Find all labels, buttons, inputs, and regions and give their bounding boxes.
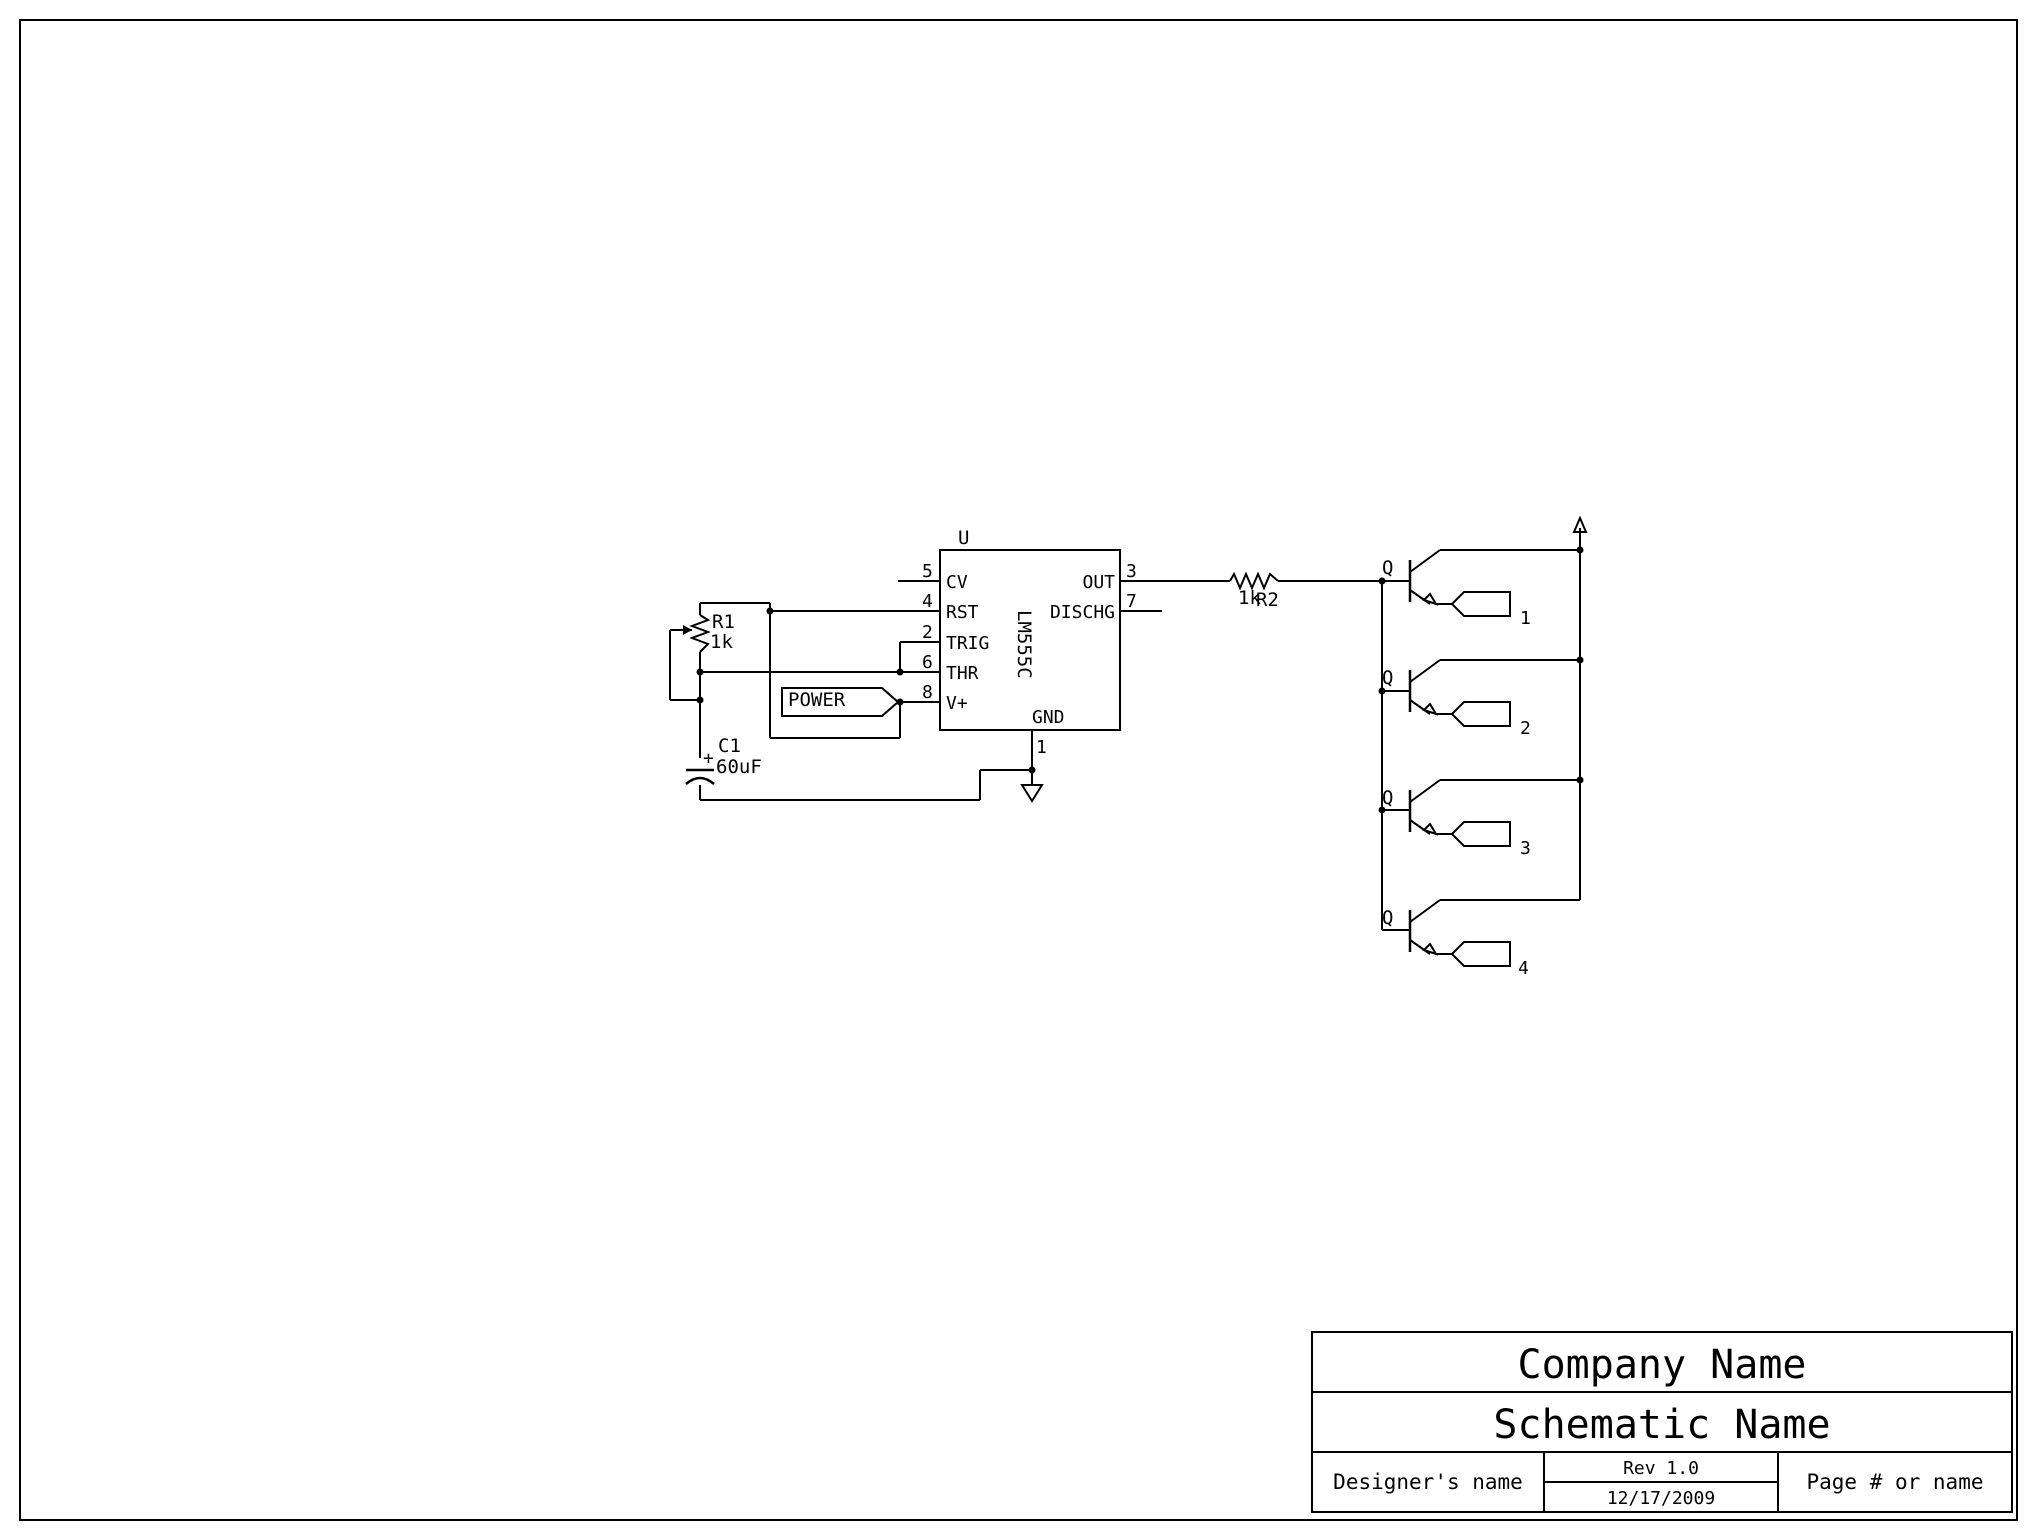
power-port-label: POWER (788, 689, 846, 711)
pin-dischg-num: 7 (1126, 591, 1137, 612)
ic-u1-body (939, 549, 1121, 731)
c1-polarity: + (703, 748, 714, 769)
pin-out-num: 3 (1126, 561, 1137, 582)
port-4-label: 4 (1518, 958, 1529, 979)
r1-value: 1k (710, 631, 733, 653)
output-net (1140, 577, 1386, 585)
q4-ref: Q (1382, 907, 1393, 929)
pin-rst-name: RST (946, 602, 979, 623)
pin-vplus-num: 8 (922, 682, 933, 703)
pin-rst-num: 4 (922, 591, 933, 612)
title-date: 12/17/2009 (1607, 1488, 1715, 1509)
resistor-r1[interactable]: R1 1k (683, 611, 735, 653)
pin-out-name: OUT (1082, 572, 1115, 593)
ic-u1-part: LM555C (1013, 610, 1035, 679)
sheet-border (19, 19, 2018, 1521)
pin-trig-name: TRIG (946, 633, 989, 654)
pin-dischg-name: DISCHG (1050, 602, 1115, 623)
title-schematic: Schematic Name (1493, 1402, 1830, 1448)
capacitor-c1[interactable]: + C1 60uF (685, 735, 762, 785)
r2-value: 1k (1238, 587, 1261, 609)
transistor-q4[interactable]: Q (1382, 899, 1452, 956)
port-3[interactable]: 3 (1450, 821, 1531, 859)
resistor-r2[interactable]: 1k R2 (1229, 571, 1279, 611)
r1-ref: R1 (712, 611, 735, 633)
pin-gnd-num: 1 (1036, 737, 1047, 758)
port-2[interactable]: 2 (1450, 701, 1531, 739)
transistor-q2[interactable]: Q (1382, 659, 1452, 716)
q3-ref: Q (1382, 787, 1393, 809)
r2-ref: R2 (1256, 589, 1279, 611)
q1-ref: Q (1382, 557, 1393, 579)
ic-u1-lm555c[interactable]: U LM555C 5 4 2 6 8 CV RST TRIG THR V+ 3 … (700, 527, 1162, 770)
title-company: Company Name (1518, 1342, 1807, 1388)
power-port[interactable]: POWER (781, 687, 900, 717)
ground-symbol (1020, 784, 1044, 803)
title-rev: Rev 1.0 (1623, 1458, 1699, 1479)
pin-thr-num: 6 (922, 652, 933, 673)
supply-arrow (1572, 515, 1588, 533)
transistor-q3[interactable]: Q (1382, 779, 1452, 836)
pin-gnd-name: GND (1032, 707, 1065, 728)
pin-cv-num: 5 (922, 561, 933, 582)
port-3-label: 3 (1520, 838, 1531, 859)
pin-trig-num: 2 (922, 622, 933, 643)
title-designer: Designer's name (1333, 1470, 1523, 1494)
c1-value: 60uF (716, 756, 762, 778)
r1-wiper-arrow (683, 625, 692, 635)
pin-cv-name: CV (946, 572, 968, 593)
transistor-q1[interactable]: Q (1382, 549, 1452, 606)
left-wiring (669, 602, 1036, 801)
title-page: Page # or name (1806, 1470, 1983, 1494)
pin-thr-name: THR (946, 663, 979, 684)
ic-u1-ref: U (958, 527, 969, 549)
port-1[interactable]: 1 (1450, 591, 1531, 629)
port-1-label: 1 (1520, 608, 1531, 629)
port-4[interactable]: 4 (1450, 941, 1529, 979)
port-2-label: 2 (1520, 718, 1531, 739)
transistor-bus (1378, 515, 1588, 931)
title-block: Company Name Schematic Name Designer's n… (1311, 1331, 2013, 1513)
pin-vplus-name: V+ (946, 693, 968, 714)
c1-ref: C1 (718, 735, 741, 757)
q2-ref: Q (1382, 667, 1393, 689)
